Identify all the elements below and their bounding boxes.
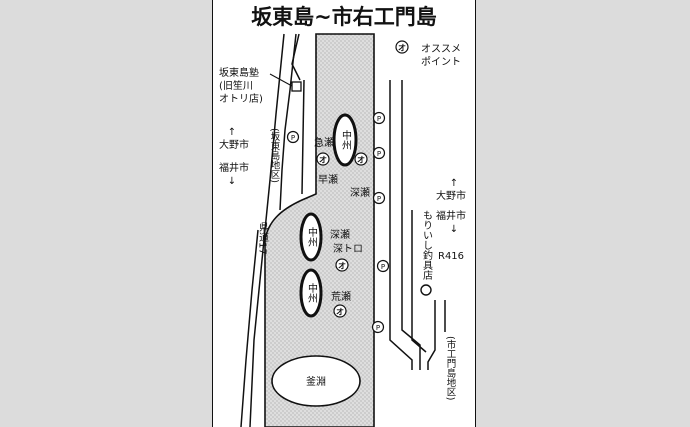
west-down-arrow: ↓: [228, 176, 236, 187]
svg-text:P: P: [377, 150, 381, 158]
tackle-shop-label: もりいし釣具店: [421, 210, 433, 281]
svg-text:オ: オ: [357, 156, 365, 165]
parking-marker-2: P: [372, 146, 386, 160]
bando-district-label: (坂東島地区): [269, 128, 281, 183]
svg-text:P: P: [291, 134, 295, 142]
road-east-4: [427, 300, 436, 370]
parking-marker-6: P: [286, 130, 300, 144]
east-up-label: 大野市: [436, 189, 466, 202]
sandbar-label-1: 中州: [340, 129, 352, 150]
parking-marker-3: P: [372, 191, 386, 205]
svg-text:P: P: [376, 324, 380, 332]
hayase-label: 早瀬: [318, 174, 338, 186]
sandbar-label-3: 中州: [306, 282, 318, 303]
legend-symbol-icon: [395, 40, 409, 54]
parking-marker-5: P: [371, 320, 385, 334]
road-west-outer: [249, 33, 285, 427]
map-title: 坂東島~市右工門島: [251, 5, 437, 29]
shop-left-name: 坂東島塾: [219, 66, 259, 79]
shop-left-note-1: (旧笙川: [219, 79, 253, 92]
levee-road: [301, 79, 305, 195]
kamabuchi-label: 釜淵: [306, 375, 326, 388]
svg-text:P: P: [381, 263, 385, 271]
road-east-3: [411, 210, 427, 353]
fukatoro-label: 深トロ: [333, 243, 363, 255]
east-down-arrow: ↓: [450, 224, 458, 235]
route-label: R416: [438, 251, 464, 262]
ichiuemon-district-label: (市工門島地区): [445, 336, 457, 400]
fukase-left-label: 深瀬: [330, 229, 350, 241]
sandbar-2: [299, 212, 323, 262]
east-down-label: 福井市: [436, 209, 466, 222]
point-marker-3: オ: [335, 258, 349, 272]
legend: オ オススメ ポイント: [395, 40, 461, 68]
sandbar-3: [299, 268, 323, 318]
shop-marker-left: [291, 81, 302, 92]
west-up-label: 大野市: [219, 138, 249, 151]
svg-text:オ: オ: [336, 308, 344, 317]
pref-road-label: 県道17: [257, 222, 269, 255]
legend-label-2: ポイント: [421, 56, 461, 68]
svg-text:オ: オ: [338, 262, 346, 271]
shop-left-note-2: オトリ店): [219, 92, 263, 105]
tackle-shop-marker: [420, 284, 432, 296]
sandbar-1: [332, 113, 358, 167]
svg-text:オ: オ: [319, 156, 327, 165]
point-marker-4: オ: [333, 304, 347, 318]
west-down-label: 福井市: [219, 161, 249, 174]
side-road: [291, 33, 301, 81]
west-up-arrow: ↑: [228, 127, 236, 138]
kamabuchi-pool: [271, 355, 361, 407]
legend-label-1: オススメ: [421, 43, 461, 55]
road-east-1: [389, 80, 413, 370]
point-marker-1: オ: [316, 152, 330, 166]
kyuse-label: 急瀬: [314, 136, 334, 149]
svg-text:オ: オ: [398, 44, 406, 53]
svg-text:P: P: [377, 195, 381, 203]
parking-marker-4: P: [376, 259, 390, 273]
fukase-right-label: 深瀬: [350, 187, 370, 199]
svg-text:P: P: [377, 115, 381, 123]
point-marker-2: オ: [354, 152, 368, 166]
east-up-arrow: ↑: [450, 178, 458, 189]
sandbar-label-2: 中州: [306, 226, 318, 247]
road-east-2: [401, 80, 421, 370]
leader-line: [269, 73, 293, 87]
arase-label: 荒瀬: [331, 291, 351, 303]
parking-marker-1: P: [372, 111, 386, 125]
road-west-inner: [240, 33, 297, 427]
